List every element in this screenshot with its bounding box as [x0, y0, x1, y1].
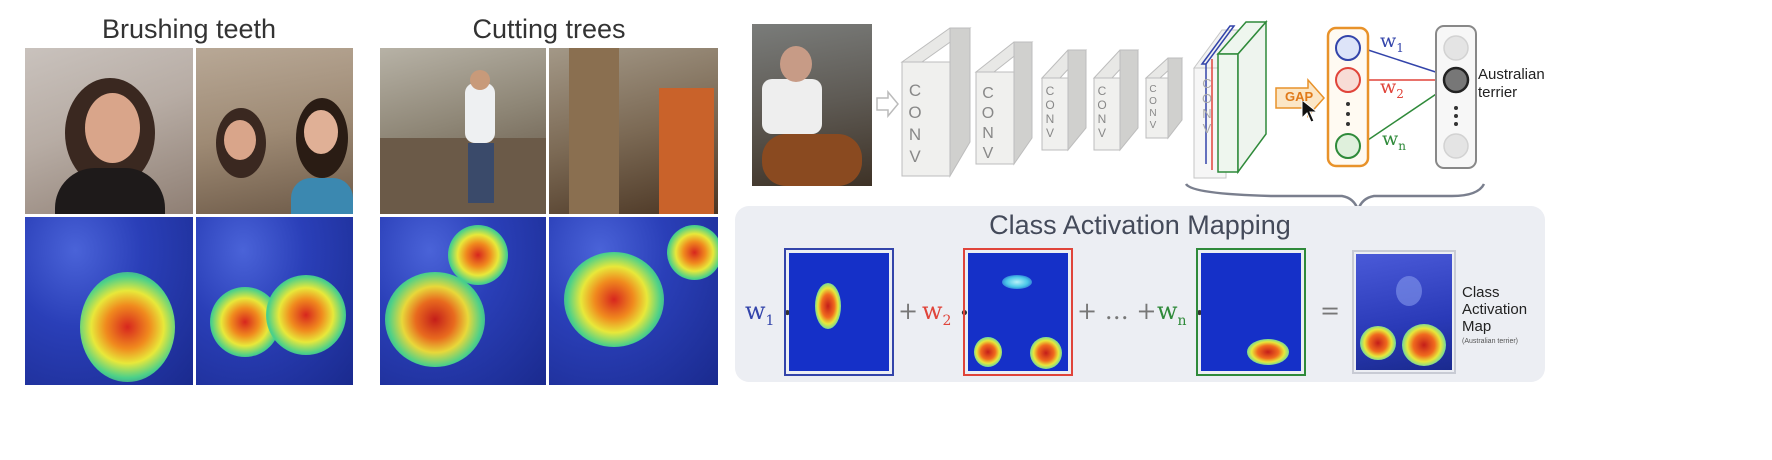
- conv-label-2: C O N V: [981, 85, 995, 162]
- brushing-heatmap-1: [25, 217, 193, 385]
- cutting-heatmap-1: [380, 217, 546, 385]
- input-arrow-icon: [876, 89, 899, 119]
- cam-title: Class Activation Mapping: [989, 210, 1291, 240]
- cam-wn-term: wn •: [1157, 297, 1205, 329]
- brushing-photo-2: [196, 48, 353, 214]
- brushing-photo-1: [25, 48, 193, 214]
- conv-block-2: [974, 41, 1034, 166]
- cam-map-2: [968, 253, 1068, 371]
- gap-neuron-column: [1326, 26, 1370, 168]
- conv-label-5: C O N V: [1149, 84, 1157, 131]
- final-feature-maps: [1193, 20, 1268, 179]
- cam-result-frame: [1352, 250, 1456, 374]
- conv-label-4: C O N V: [1097, 84, 1107, 140]
- cutting-trees-title: Cutting trees: [472, 14, 626, 44]
- conv-label-1: C O N V: [908, 81, 922, 166]
- cam-plus-ellipsis: + … +: [1077, 297, 1157, 325]
- cam-map-n-frame: [1196, 248, 1306, 376]
- cam-plus-1: +: [898, 297, 919, 325]
- conv-label-3: C O N V: [1045, 84, 1055, 140]
- conv-block-3: [1040, 49, 1088, 152]
- output-class-label: Australian terrier: [1478, 66, 1545, 101]
- brushing-teeth-title: Brushing teeth: [101, 14, 277, 44]
- gap-label: GAP: [1285, 89, 1314, 104]
- cnn-pipeline-diagram: [876, 20, 1486, 214]
- output-neuron-column: [1435, 25, 1477, 169]
- cam-result-label: Class Activation Map (Australian terrier…: [1462, 284, 1528, 345]
- cam-w1-term: w1 •: [745, 297, 793, 329]
- cam-map-1: [789, 253, 889, 371]
- conv-label-6: C O N V: [1201, 76, 1213, 136]
- conv-block-5: [1144, 57, 1184, 140]
- cam-result-map: [1356, 254, 1452, 370]
- cutting-heatmap-2: [549, 217, 718, 385]
- cam-map-n: [1201, 253, 1301, 371]
- gap-arrow: [1275, 78, 1326, 118]
- conv-block-4: [1092, 49, 1140, 152]
- cutting-photo-1: [380, 48, 546, 214]
- brushing-heatmap-2: [196, 217, 353, 385]
- conv-block-1: [900, 27, 972, 178]
- cam-equals: =: [1320, 297, 1341, 325]
- input-photo-dog-in-car: [752, 24, 872, 186]
- cutting-photo-2: [549, 48, 718, 214]
- weight-label-w2: w2: [1380, 76, 1404, 101]
- cam-map-2-frame: [963, 248, 1073, 376]
- mouse-cursor-icon: [1301, 98, 1319, 123]
- cam-map-1-frame: [784, 248, 894, 376]
- weight-label-w1: w1: [1380, 30, 1404, 55]
- weight-label-wn: wn: [1382, 128, 1406, 153]
